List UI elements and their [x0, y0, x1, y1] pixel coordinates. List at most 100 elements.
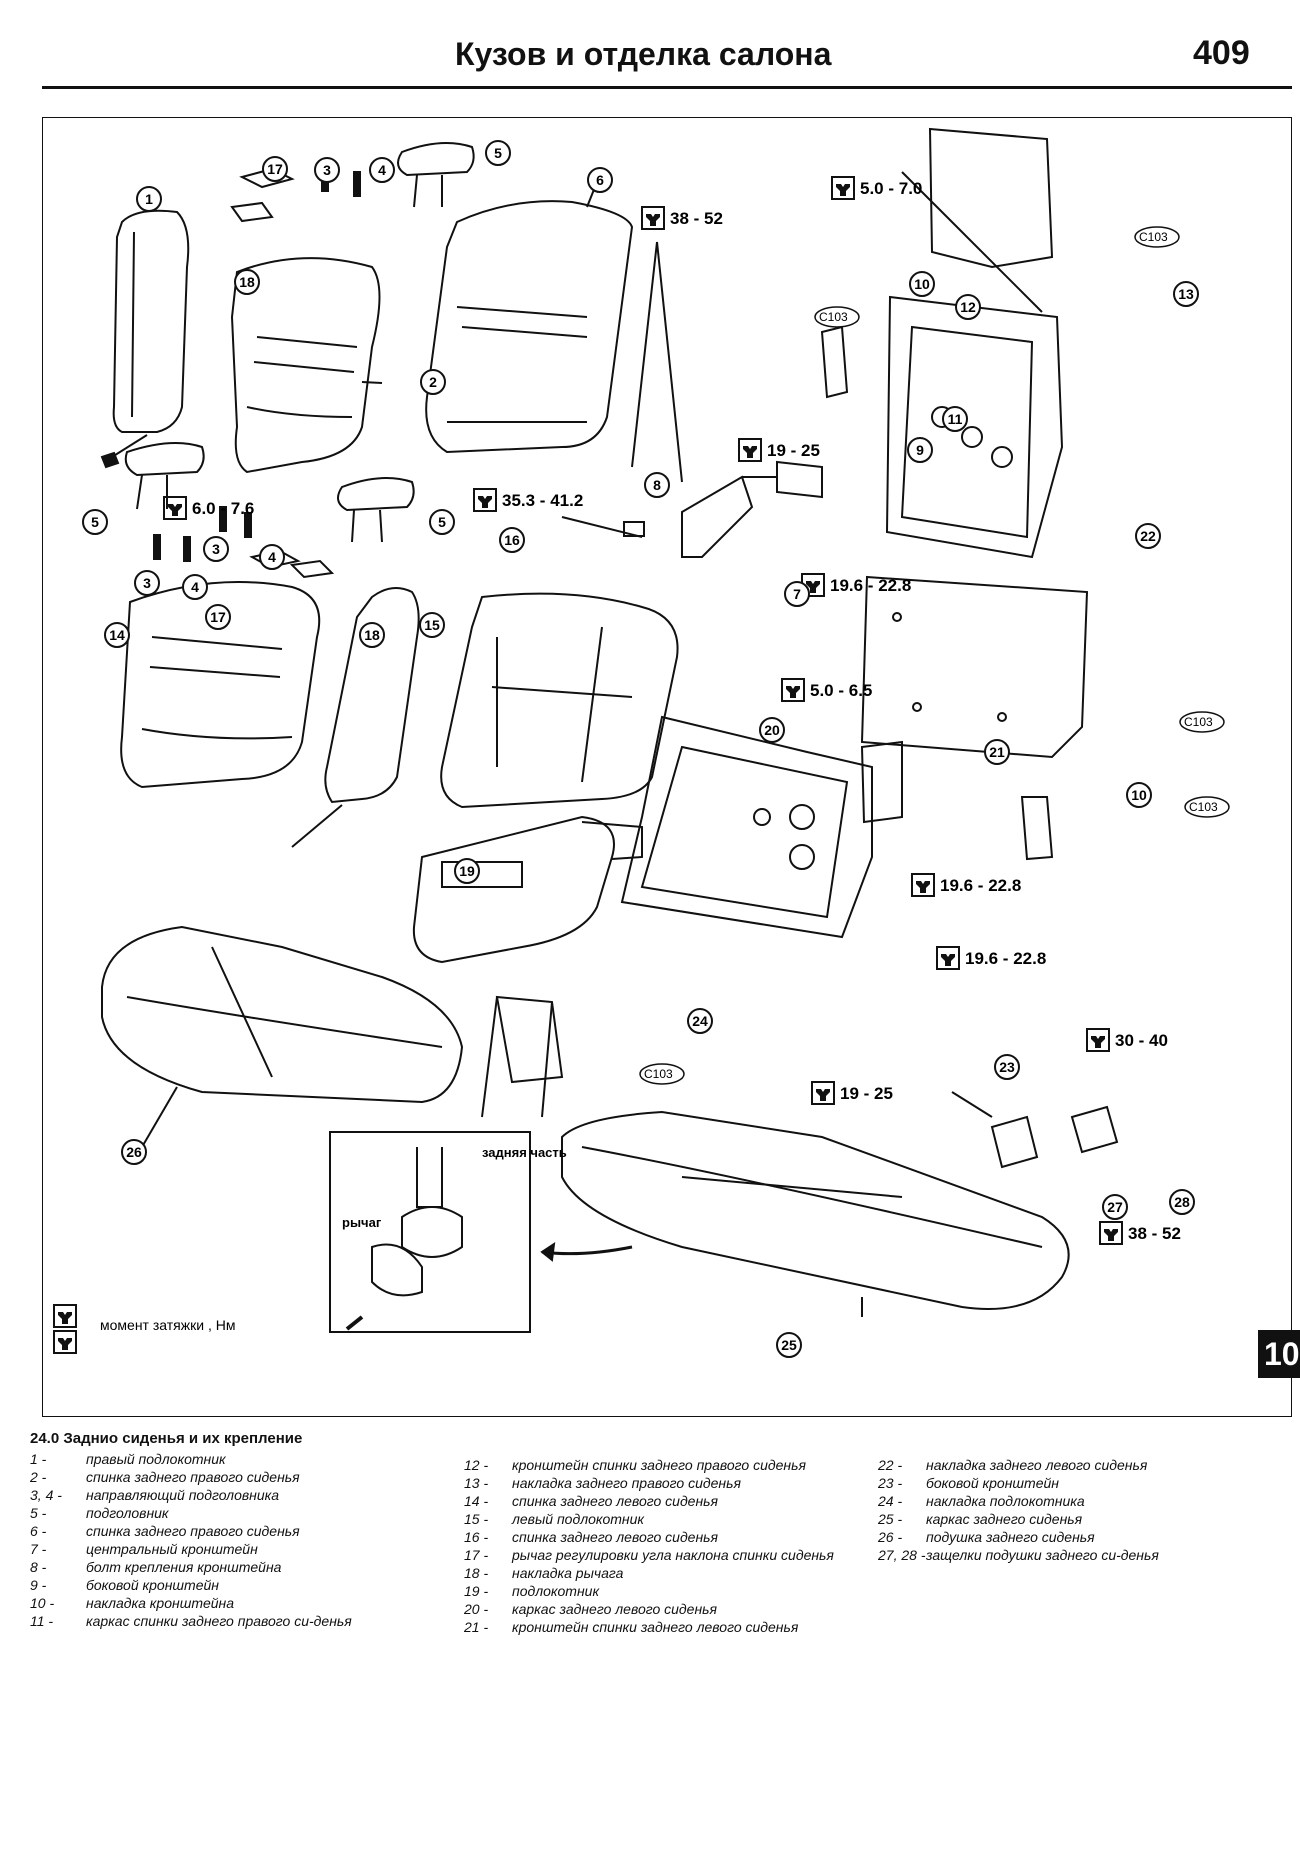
headrest-guides: [153, 166, 361, 579]
svg-text:30 - 40: 30 - 40: [1115, 1031, 1168, 1050]
callout-25: 25: [776, 1332, 802, 1358]
svg-text:27: 27: [1107, 1199, 1123, 1215]
right-seatback: [230, 257, 383, 474]
torque-badge-12: 38 - 52: [1099, 1221, 1181, 1245]
rear-seat-cushion-frame: [540, 1110, 1070, 1317]
svg-text:8: 8: [653, 477, 661, 493]
page-number: 409: [1193, 34, 1250, 72]
caption-item: 23 -боковой кронштейн: [878, 1475, 1059, 1491]
svg-text:4: 4: [268, 549, 276, 565]
torque-badge-8: 19.6 - 22.8: [911, 873, 1021, 897]
callout-3a: 3: [314, 157, 340, 183]
svg-text:19.6 - 22.8: 19.6 - 22.8: [940, 876, 1021, 895]
caption-item: 5 -подголовник: [30, 1505, 169, 1521]
svg-text:3: 3: [212, 541, 220, 557]
callout-11: 11: [942, 406, 968, 432]
svg-text:C103: C103: [1184, 715, 1213, 729]
callout-5a: 5: [485, 140, 511, 166]
caption-column-2: 12 -кронштейн спинки заднего правого сид…: [464, 1456, 884, 1636]
callout-12: 12: [955, 294, 981, 320]
clip-label-2: C103: [814, 306, 860, 328]
svg-text:19.6 - 22.8: 19.6 - 22.8: [830, 576, 911, 595]
callout-8: 8: [644, 472, 670, 498]
svg-text:13: 13: [1178, 286, 1194, 302]
torque-badge-7: 5.0 - 6.5: [781, 678, 872, 702]
cushion-latches: [951, 1091, 1119, 1169]
caption-item: 11 -каркас спинки заднего правого си-ден…: [30, 1613, 352, 1629]
callout-2: 2: [420, 369, 446, 395]
callout-10b: 10: [1126, 782, 1152, 808]
section-tab: 10: [1258, 1330, 1300, 1378]
caption-item: 15 -левый подлокотник: [464, 1511, 645, 1527]
svg-text:C103: C103: [644, 1067, 673, 1081]
svg-text:26: 26: [126, 1144, 142, 1160]
callout-15: 15: [419, 612, 445, 638]
svg-text:C103: C103: [1139, 230, 1168, 244]
rear-seat-cushion-left: [101, 925, 464, 1148]
callout-26: 26: [121, 1139, 147, 1165]
legend-torque-label: момент затяжки , Нм: [100, 1317, 235, 1333]
callout-23: 23: [994, 1054, 1020, 1080]
svg-text:10: 10: [914, 276, 930, 292]
svg-text:38 - 52: 38 - 52: [1128, 1224, 1181, 1243]
svg-text:9: 9: [916, 442, 924, 458]
svg-text:18: 18: [239, 274, 255, 290]
svg-text:5: 5: [438, 514, 446, 530]
torque-badge-2: 38 - 52: [641, 206, 723, 230]
callout-5b: 5: [82, 509, 108, 535]
svg-text:C103: C103: [819, 310, 848, 324]
left-seat-frame: [620, 715, 1054, 939]
center-armrest: [412, 815, 643, 964]
callout-3c: 3: [134, 570, 160, 596]
headrest-left: [124, 442, 205, 510]
clip-label-3: C103: [1179, 711, 1225, 733]
left-armrest: [291, 587, 420, 848]
svg-text:C103: C103: [1189, 800, 1218, 814]
right-seat-frame: [820, 127, 1064, 559]
clip-label-4: C103: [1184, 796, 1230, 818]
svg-text:11: 11: [948, 411, 963, 427]
page-title: Кузов и отделка салона: [455, 36, 832, 72]
svg-text:22: 22: [1140, 528, 1156, 544]
svg-text:5: 5: [494, 145, 502, 161]
svg-text:38 - 52: 38 - 52: [670, 209, 723, 228]
caption-item: 13 -накладка заднего правого сиденья: [464, 1475, 741, 1491]
caption-item: 3, 4 -направляющий подголовника: [30, 1487, 280, 1503]
svg-text:24: 24: [692, 1013, 708, 1029]
svg-text:5: 5: [91, 514, 99, 530]
caption-item: 26 -подушка заднего сиденья: [878, 1529, 1095, 1545]
clip-label-1: C103: [1134, 226, 1180, 248]
callout-6: 6: [587, 167, 613, 193]
svg-text:4: 4: [378, 162, 386, 178]
callout-13: 13: [1173, 281, 1199, 307]
callout-22: 22: [1135, 523, 1161, 549]
headrest-middle: [337, 477, 415, 543]
caption-title: 24.0 Заднио сиденья и их крепление: [30, 1430, 303, 1447]
callout-3b: 3: [203, 536, 229, 562]
callout-1: 1: [136, 186, 162, 212]
svg-text:23: 23: [999, 1059, 1015, 1075]
armrest-cover: [481, 995, 564, 1118]
callout-18b: 18: [359, 622, 385, 648]
svg-text:19.6 - 22.8: 19.6 - 22.8: [965, 949, 1046, 968]
callout-19: 19: [454, 858, 480, 884]
svg-text:6.0 - 7.6: 6.0 - 7.6: [192, 499, 254, 518]
torque-badge-6: 19.6 - 22.8: [801, 573, 911, 597]
caption-item: 22 -накладка заднего левого сиденья: [878, 1457, 1148, 1473]
torque-badge-5: 35.3 - 41.2: [473, 488, 583, 512]
caption-item: 27, 28 -защелки подушки заднего си-денья: [878, 1547, 1159, 1563]
svg-text:28: 28: [1174, 1194, 1190, 1210]
svg-text:1: 1: [145, 191, 153, 207]
svg-text:20: 20: [764, 722, 780, 738]
svg-text:12: 12: [960, 299, 976, 315]
caption-item: 6 -спинка заднего правого сиденья: [30, 1523, 300, 1539]
callout-4c: 4: [182, 574, 208, 600]
caption-item: 8 -болт крепления кронштейна: [30, 1559, 282, 1575]
callout-24: 24: [687, 1008, 713, 1034]
torque-badge-11: 19 - 25: [811, 1081, 893, 1105]
left-seatback: [120, 581, 321, 789]
caption-item: 24 -накладка подлокотника: [878, 1493, 1085, 1509]
svg-text:3: 3: [143, 575, 151, 591]
torque-badge-4: 19 - 25: [738, 438, 820, 462]
svg-text:10: 10: [1131, 787, 1147, 803]
